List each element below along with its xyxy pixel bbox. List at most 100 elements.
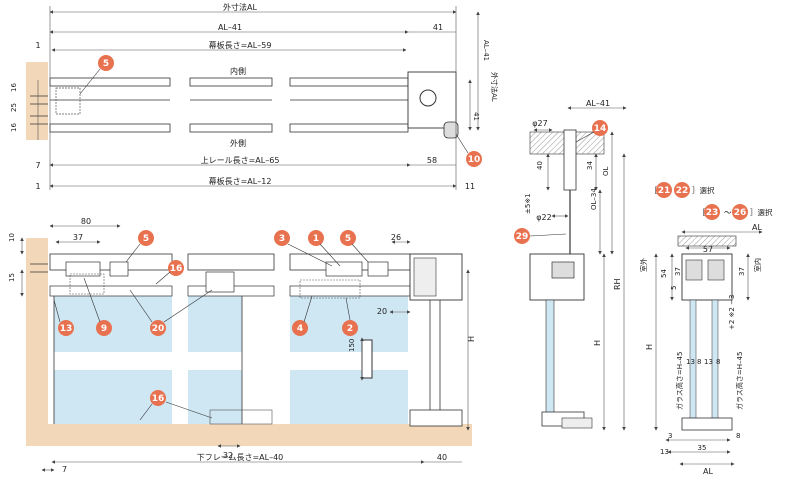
rail-top-upper [49,77,171,87]
callout-3: 3 [274,230,333,267]
svg-text:29: 29 [516,232,529,242]
dim-right-41: 41 [472,112,480,121]
dim-right-total: 外寸法AL [490,72,499,102]
dim-25: 25 [10,103,18,112]
callout-5b: 5 [340,230,369,263]
dim-panel-len-bottom: 幕板長さ=AL–12 [209,176,272,186]
floor-front [26,424,472,446]
svg-text:4: 4 [297,324,303,334]
dim-32: 32 [223,451,233,460]
label-outer: 外側 [230,138,246,148]
svg-text:5: 5 [143,234,149,244]
dim-right-al-41: AL–41 [482,40,490,61]
callout-13: 13 [53,299,74,336]
select-1-post: ］選択 [692,185,715,195]
callout-20: 20 [129,289,213,336]
rail-top-upper-2 [189,77,273,87]
dim-7: 7 [35,161,40,170]
dim-side-h: H [593,340,602,346]
dim-upper-rail: 上レール長さ=AL–65 [201,156,280,165]
svg-text:9: 9 [101,324,107,334]
label-inner: 内側 [230,66,246,76]
dim-58: 58 [427,156,437,165]
svg-text:10: 10 [468,155,481,165]
dim-rh: RH [613,278,622,290]
side-view: AL–41 φ27 40 34 OL OL–34 ±5※1 φ22 RH H 1… [514,99,627,431]
dim-150: 150 [348,339,356,352]
handle [361,339,373,379]
callout-10: 10 [455,133,482,167]
svg-text:5: 5 [345,234,351,244]
dim-16-b: 16 [10,123,18,132]
dim-sec-al: AL [752,223,762,232]
section-ceiling [677,235,737,247]
dim-sec-13c: 13 [660,448,669,456]
label-indoor: 室内 [753,258,762,272]
dim-41-top: 41 [433,23,443,32]
label-glass-left: ガラス高さ=H–45 [675,352,684,410]
dim-sec-54: 54 [660,269,668,278]
dim-sec-57: 57 [703,245,713,254]
dim-37: 37 [73,233,83,242]
select-2-pre: ［ [698,208,706,217]
svg-text:23: 23 [706,208,719,218]
callout-21: 21 [656,182,672,198]
rail-top-lower-2 [189,123,273,133]
callout-5a: 5 [125,230,154,263]
dim-sec-al-bottom: AL [703,467,713,476]
callout-26: 26 [732,204,748,220]
callout-9: 9 [83,277,112,336]
rail-top-lower-3 [289,123,409,133]
upper-rail-front-2 [187,253,275,271]
dim-26: 26 [391,233,401,242]
dim-20: 20 [377,307,387,316]
side-glass [545,299,555,425]
svg-text:5: 5 [103,59,109,69]
dim-sec-3: 3 [668,432,672,440]
dim-side-34: 34 [586,161,594,170]
svg-text:16: 16 [170,264,183,274]
dim-sec-8c: 8 [736,432,740,440]
roller-top [419,89,437,107]
dim-sec-h: H [645,344,654,350]
glass-panel-5 [188,370,242,424]
callout-1: 1 [308,230,341,267]
glass-panel-6 [290,370,408,424]
callout-29: 29 [514,228,567,244]
callout-7: 5 [79,55,114,95]
bracket-left-top [55,87,81,115]
dim-80: 80 [81,217,91,226]
rail-top-lower [49,123,171,133]
dim-15: 15 [8,273,16,282]
callout-16a: 16 [155,260,184,285]
hanger-brackets [65,261,389,293]
wall-left-front [26,238,48,434]
callout-23: 23 [704,204,720,220]
dim-11: 11 [465,182,475,191]
dim-panel-len-top: 幕板長さ=AL–59 [209,40,272,50]
svg-text:22: 22 [676,186,689,196]
dim-1-b: 1 [35,182,40,191]
callout-4: 4 [292,295,313,336]
label-glass-right: ガラス高さ=H–45 [735,352,744,410]
svg-text:1: 1 [313,234,319,244]
dim-40: 40 [437,453,447,462]
dim-sec-8a: 8 [697,358,701,366]
callout-16b: 16 [139,390,213,421]
dim-side-al41: AL–41 [586,99,610,108]
dim-10: 10 [8,233,16,242]
glass-panel-2 [188,296,242,352]
svg-text:3: 3 [279,234,285,244]
dim-sec-13b: 13 [704,358,713,366]
dim-sec-8b: 8 [716,358,720,366]
dim-side-40: 40 [536,161,544,170]
dim-7-front: 7 [62,465,67,474]
callout-22: 22 [674,182,690,198]
dim-phi22: φ22 [536,213,551,222]
callout-14: 14 [575,120,608,143]
select-2-post: ］選択 [750,207,773,217]
dim-lower-frame: 下フレーム長さ=AL–40 [197,453,284,462]
rail-top-upper-3 [289,77,409,87]
svg-text:26: 26 [734,208,747,218]
dim-sec-13: 13 [686,358,695,366]
